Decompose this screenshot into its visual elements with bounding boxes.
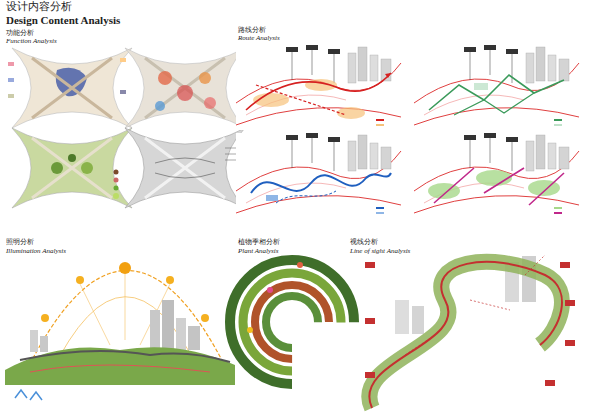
section-heading: 功能分析	[6, 29, 34, 37]
section-heading: Route Analysis	[238, 34, 280, 42]
board-subtitle: Design Content Analysis	[6, 14, 120, 27]
section-heading: 视线分析	[350, 238, 378, 246]
section-heading: Illumination Analysis	[6, 247, 66, 255]
section-heading: 植物季相分析	[238, 238, 280, 246]
section-heading: 路线分析	[238, 26, 266, 34]
section-heading: 照明分析	[6, 238, 34, 246]
section-heading: Line of sight Analysis	[350, 247, 410, 255]
section-heading: Function Analysis	[6, 37, 57, 45]
section-heading: Plant Analysis	[238, 247, 279, 255]
board-title: 设计内容分析	[6, 1, 72, 14]
